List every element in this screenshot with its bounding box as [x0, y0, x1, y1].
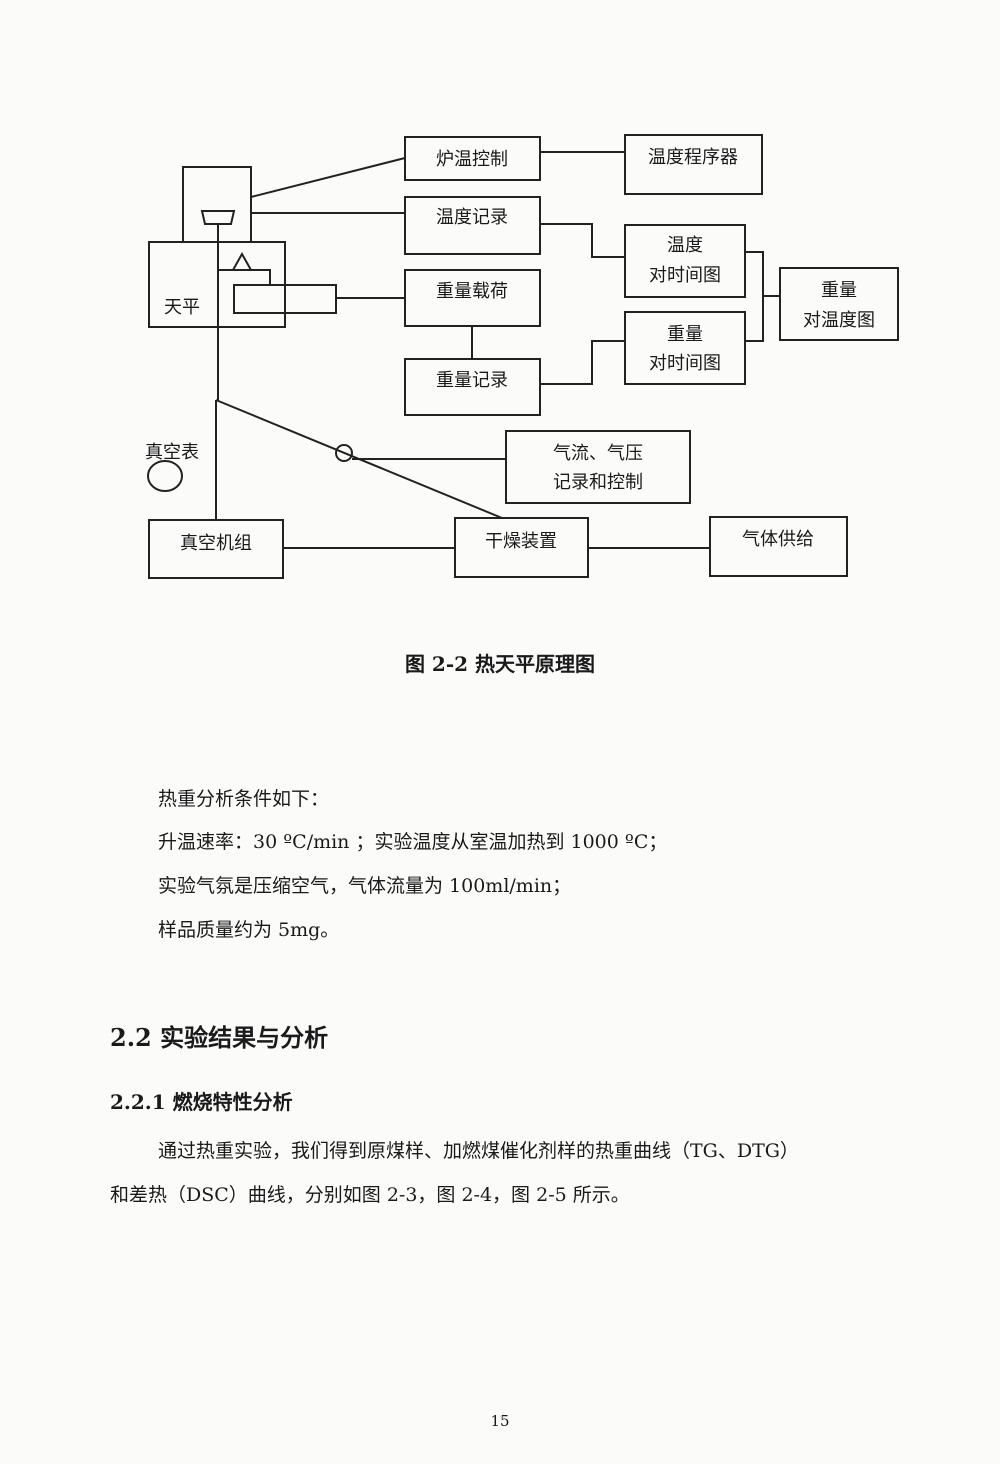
weight-vs-time-box: [624, 311, 746, 385]
balance-beam: [218, 269, 271, 286]
figure-caption: 图 2-2 热天平原理图: [404, 652, 596, 676]
gas-flow-label-2: 记录和控制: [553, 472, 643, 493]
gas-flow-label-1: 气流、气压: [553, 443, 643, 464]
temp-programmer-label: 温度程序器: [648, 147, 738, 168]
page-number: 15: [490, 1412, 510, 1430]
conditions-intro: 热重分析条件如下：: [158, 788, 330, 810]
weight-vs-time-label-1: 重量: [667, 324, 703, 345]
furnace-control-label: 炉温控制: [436, 149, 508, 170]
paragraph-line-2: 和差热（DSC）曲线，分别如图 2-3，图 2-4，图 2-5 所示。: [110, 1184, 630, 1206]
temp-record-box: [404, 196, 541, 255]
gas-supply-label: 气体供给: [742, 529, 814, 550]
thermobalance-diagram: 天平 炉温控制 温度程序器 温度记录 温度 对时间图 重量载荷 重量 对温度图 …: [145, 134, 899, 579]
conditions-line-3: 样品质量约为 5mg。: [158, 919, 340, 941]
temp-vs-time-label-2: 对时间图: [649, 265, 721, 286]
weight-vs-temp-label-2: 对温度图: [803, 310, 875, 331]
conditions-line-2: 实验气氛是压缩空气，气体流量为 100ml/min；: [158, 875, 572, 897]
weight-record-label: 重量记录: [436, 370, 508, 391]
connector-temp-record-plot: [540, 223, 625, 258]
conditions-line-1: 升温速率：30 ºC/min ；实验温度从室温加热到 1000 ºC；: [158, 831, 668, 853]
connector-weight-record-plot: [540, 340, 625, 385]
temp-vs-time-box: [624, 224, 746, 298]
gas-valve: [335, 444, 353, 462]
vacuum-gauge-label: 真空表: [145, 442, 199, 463]
vacuum-unit-label: 真空机组: [180, 533, 252, 554]
temp-record-label: 温度记录: [436, 207, 508, 228]
weight-load-label: 重量载荷: [436, 281, 508, 302]
connector-plots-bracket: [745, 251, 764, 342]
section-heading: 2.2 实验结果与分析: [110, 1023, 329, 1052]
subsection-heading: 2.2.1 燃烧特性分析: [110, 1090, 293, 1114]
balance-pivot: [231, 251, 253, 271]
vacuum-gauge-dial: [147, 460, 183, 492]
weight-vs-time-label-2: 对时间图: [649, 353, 721, 374]
temp-programmer-box: [624, 134, 763, 195]
weight-vs-temp-box: [779, 267, 899, 341]
temp-vs-time-label-1: 温度: [667, 235, 703, 256]
drying-device-label: 干燥装置: [485, 531, 557, 552]
gas-flow-box: [505, 430, 691, 504]
weight-vs-temp-label-1: 重量: [821, 280, 857, 301]
gas-supply-box: [709, 516, 848, 577]
connector-furnace-control: [250, 157, 406, 198]
balance-label: 天平: [164, 297, 200, 318]
sample-crucible: [200, 210, 236, 225]
paragraph-line-1: 通过热重实验，我们得到原煤样、加燃煤催化剂样的热重曲线（TG、DTG）: [158, 1140, 799, 1162]
